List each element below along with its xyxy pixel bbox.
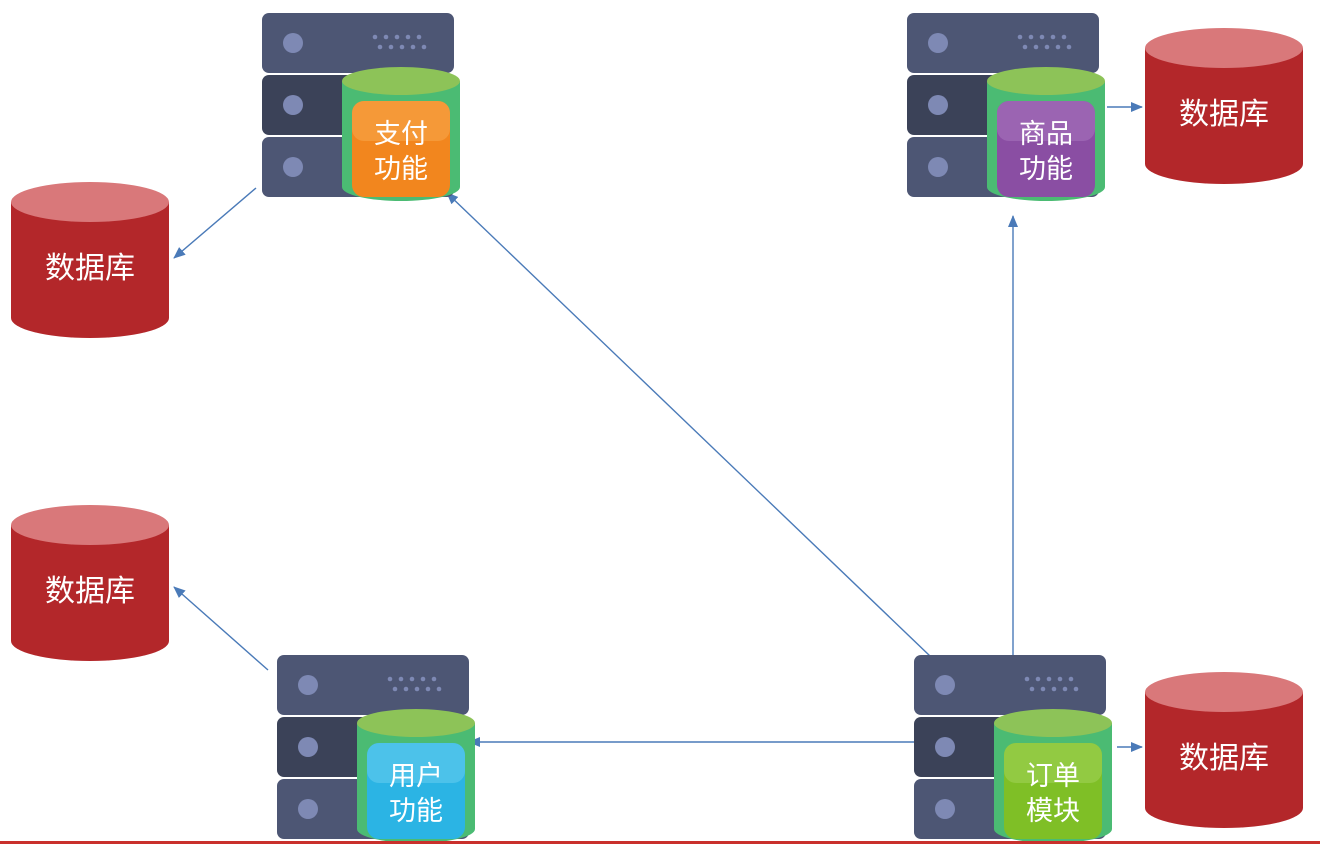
database-cylinder-top: [11, 505, 169, 545]
database-cylinder-body: [1145, 48, 1303, 184]
server-label-line: 功能: [374, 154, 428, 185]
server-label-line: 支付: [374, 119, 428, 150]
database-db-user: 数据库: [11, 505, 169, 661]
database-cylinder-top: [1145, 672, 1303, 712]
arrow-order-to-pay: [446, 192, 931, 657]
server-label-line: 用户: [389, 761, 443, 792]
database-label: 数据库: [1179, 97, 1269, 132]
database-label: 数据库: [1179, 741, 1269, 776]
database-db-goods: 数据库: [1145, 28, 1303, 184]
arrow-pay-to-db-pay: [173, 187, 257, 259]
database-db-pay: 数据库: [11, 182, 169, 338]
server-label-line: 模块: [1026, 796, 1080, 827]
database-db-order: 数据库: [1145, 672, 1303, 828]
database-label: 数据库: [45, 574, 135, 609]
bottom-border: [0, 841, 1320, 844]
database-cylinder-body: [11, 202, 169, 338]
database-label: 数据库: [45, 251, 135, 286]
database-cylinder-body: [1145, 692, 1303, 828]
database-cylinder-top: [1145, 28, 1303, 68]
arrow-user-to-db-user: [173, 586, 269, 671]
server-label-line: 功能: [1019, 154, 1073, 185]
database-cylinder-top: [11, 182, 169, 222]
database-cylinder-body: [11, 525, 169, 661]
server-label-line: 商品: [1019, 119, 1073, 150]
connections-layer: [173, 102, 1143, 752]
server-label-line: 功能: [389, 796, 443, 827]
server-label-line: 订单: [1026, 761, 1080, 792]
